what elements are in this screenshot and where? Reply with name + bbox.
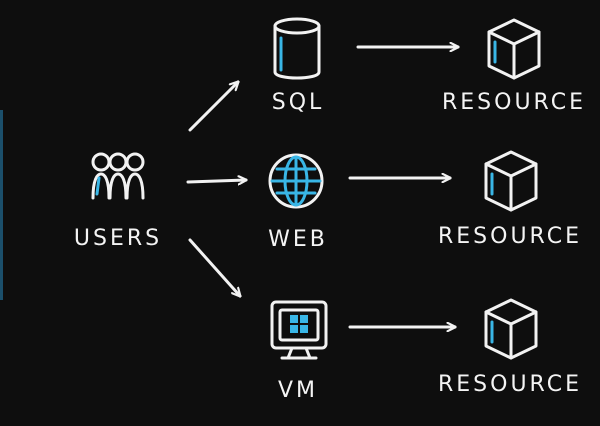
arrow-users-to-web	[186, 180, 246, 182]
resource-middle-label: RESOURCE	[437, 224, 583, 249]
cube-icon-middle	[484, 150, 538, 212]
arrow-users-to-vm	[188, 238, 240, 296]
users-icon	[91, 152, 145, 200]
database-icon	[273, 17, 321, 80]
arrow-users-to-sql	[188, 82, 238, 132]
cube-icon-bottom	[484, 298, 538, 360]
vm-label: VM	[277, 378, 319, 403]
arrows	[186, 47, 458, 327]
left-edge-strip	[0, 110, 3, 300]
monitor-windows-icon	[270, 300, 328, 360]
web-label: WEB	[268, 227, 328, 252]
resource-top-label: RESOURCE	[441, 90, 587, 115]
sql-label: SQL	[271, 90, 325, 115]
globe-icon	[268, 153, 324, 209]
users-label: USERS	[73, 226, 163, 251]
cube-icon-top	[487, 18, 541, 80]
resource-bottom-label: RESOURCE	[437, 372, 583, 397]
